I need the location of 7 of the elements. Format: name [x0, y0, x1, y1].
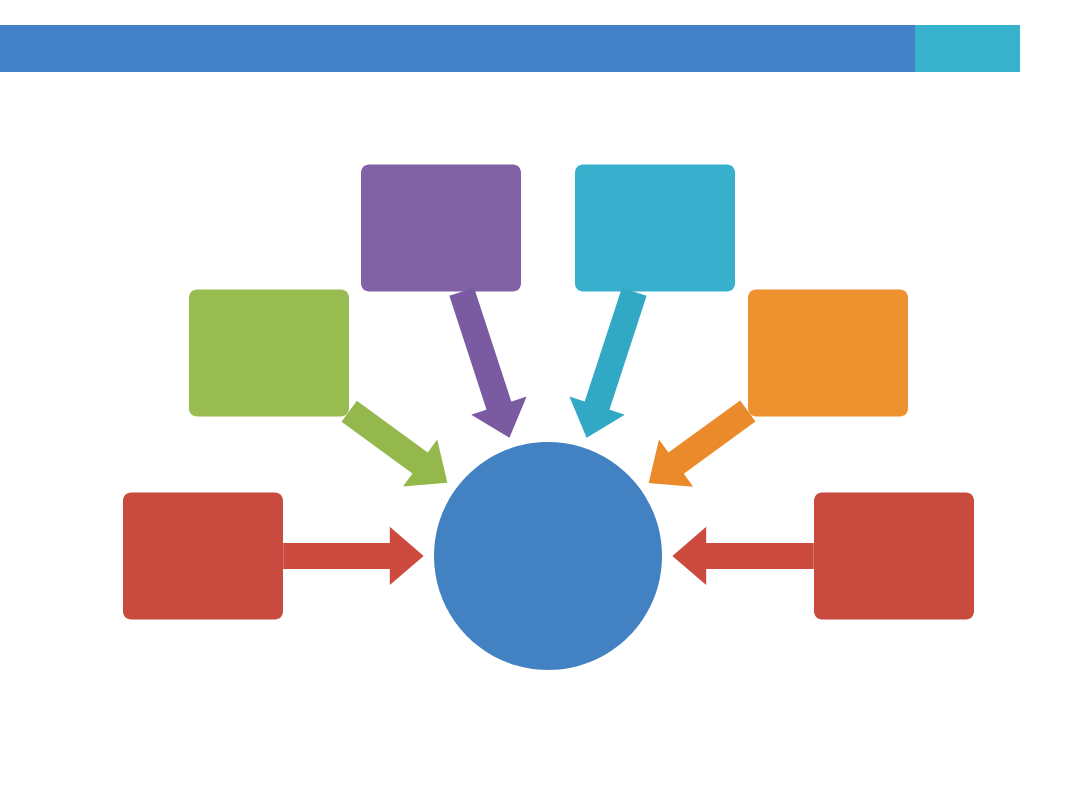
rounded-box: [575, 164, 735, 292]
circle-node: [434, 442, 662, 670]
rounded-box: [189, 289, 349, 417]
rounded-box: [748, 289, 908, 417]
rounded-box: [814, 492, 974, 620]
rounded-box: [123, 492, 283, 620]
rounded-box: [361, 164, 521, 292]
